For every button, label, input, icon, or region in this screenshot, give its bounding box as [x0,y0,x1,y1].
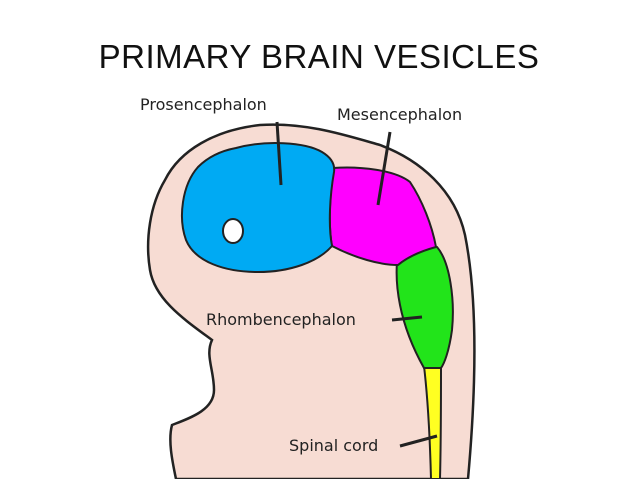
prosencephalon-leader-line [275,121,283,186]
prosencephalon-label: Prosencephalon [140,95,267,114]
optic-spot [222,218,244,244]
spinal-cord-leader-line [399,434,438,448]
mesencephalon-label: Mesencephalon [337,105,462,124]
prosencephalon-region [181,142,336,274]
slide-title: PRIMARY BRAIN VESICLES [98,38,540,75]
spinal-cord-region [422,365,443,479]
spinal-cord-label: Spinal cord [289,436,378,455]
rhombencephalon-leader-line [391,315,423,322]
rhombencephalon-label: Rhombencephalon [206,310,356,329]
mesencephalon-leader-line [376,131,392,206]
